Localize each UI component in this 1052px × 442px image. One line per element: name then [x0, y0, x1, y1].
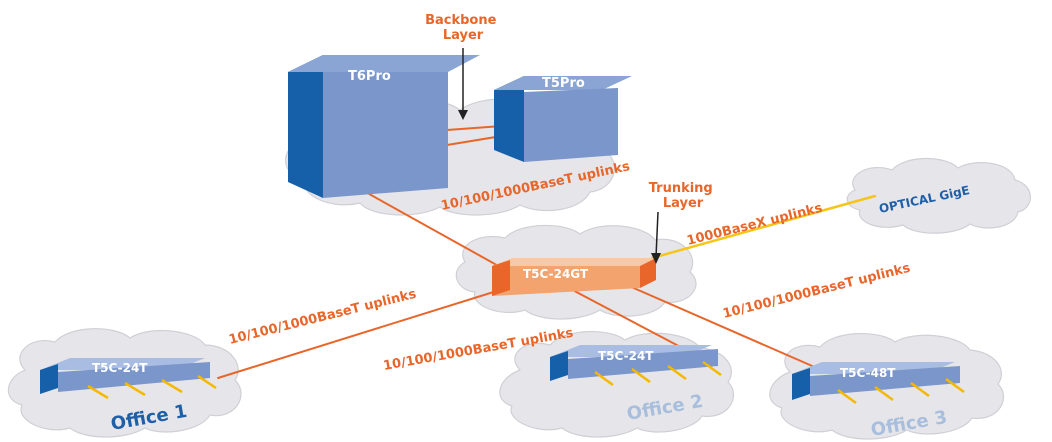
- core-to-office3-link: [619, 281, 827, 373]
- office-3-ports: [837, 377, 965, 405]
- t6pro-device[interactable]: T6Pro: [288, 55, 480, 198]
- office-3-switch-side: [792, 368, 810, 400]
- backbone-layer-label: Backbone Layer: [425, 13, 501, 43]
- office-3-switch-front: [810, 366, 960, 396]
- office-2-switch-device[interactable]: T5C-24T: [550, 345, 722, 387]
- t5pro-front: [524, 88, 618, 162]
- trunking-layer-callout: Trunking Layer: [649, 181, 718, 264]
- core-to-optical-link: [650, 194, 877, 260]
- core-switch-device[interactable]: T5C-24GT: [492, 258, 656, 296]
- trunking-arrow-head: [651, 253, 661, 264]
- t5pro-label: T5Pro: [542, 76, 585, 91]
- office1-uplinks-label: 10/100/1000BaseT uplinks: [227, 287, 418, 348]
- core-right-side: [640, 258, 656, 288]
- office3-uplinks-label: 10/100/1000BaseT uplinks: [721, 261, 912, 322]
- backbone-arrow-head: [458, 110, 468, 120]
- core-front: [492, 266, 640, 296]
- office-2-ports: [594, 360, 722, 387]
- office-1-switch-side: [40, 364, 58, 394]
- trunking-arrow-shaft: [655, 211, 659, 258]
- t6pro-side: [288, 55, 323, 198]
- trunking-layer-label: Trunking Layer: [649, 181, 718, 211]
- office-1-ports: [87, 374, 217, 400]
- t6pro-to-core-link: [361, 189, 521, 279]
- core-label: T5C-24GT: [523, 267, 589, 281]
- backbone-layer-line-2: Layer: [443, 28, 484, 43]
- trunking-layer-line-2: Layer: [663, 196, 704, 211]
- core-to-office2-link: [564, 285, 691, 353]
- t6pro-label: T6Pro: [348, 69, 391, 84]
- office-2-switch-label: T5C-24T: [598, 349, 654, 363]
- t6pro-top-face: [288, 55, 480, 72]
- t5pro-side: [494, 76, 524, 162]
- backbone-link-1: [446, 125, 503, 131]
- t5pro-device[interactable]: T5Pro: [494, 76, 632, 162]
- optical-uplinks-label: 1000BaseX uplinks: [685, 201, 824, 249]
- backbone-layer-callout: Backbone Layer: [425, 13, 501, 120]
- t6pro-front: [323, 72, 448, 198]
- office-1-switch-front: [58, 362, 210, 392]
- core-side: [492, 260, 510, 296]
- t5pro-top-face: [494, 76, 632, 90]
- office-2-switch-side: [550, 351, 568, 381]
- links: [217, 125, 877, 379]
- office-3-switch-device[interactable]: T5C-48T: [792, 362, 965, 405]
- core-top: [492, 258, 656, 266]
- backbone-layer-line-1: Backbone: [425, 13, 497, 28]
- office-3-switch-label: T5C-48T: [840, 366, 896, 380]
- office-1-switch-label: T5C-24T: [92, 361, 148, 375]
- optical-cloud: [846, 157, 1031, 234]
- office-2-switch-front: [568, 349, 718, 379]
- trunking-layer-line-1: Trunking: [649, 181, 713, 196]
- core-to-office1-link: [217, 289, 501, 379]
- office-1-switch-device[interactable]: T5C-24T: [40, 358, 217, 400]
